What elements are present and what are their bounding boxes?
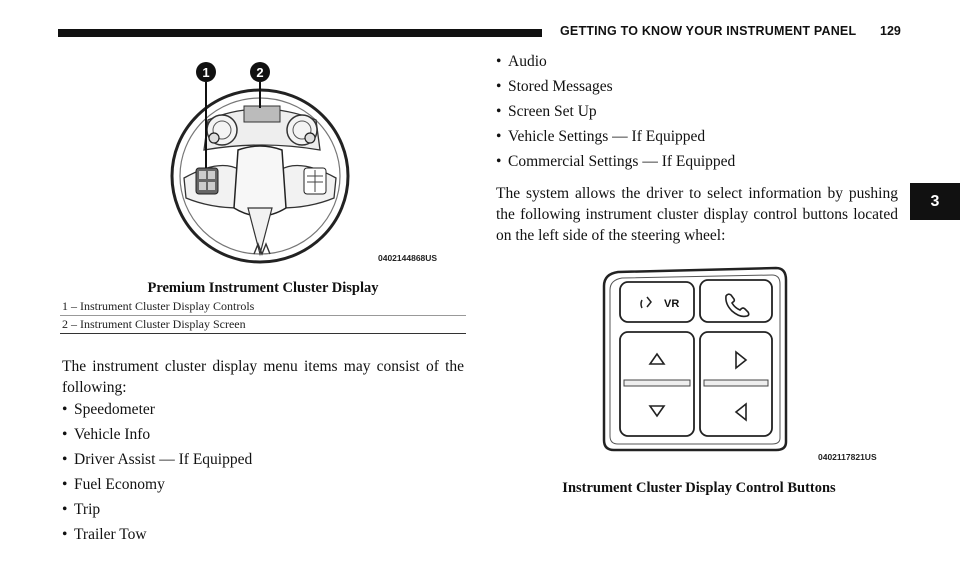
list-item: •Fuel Economy xyxy=(62,476,165,493)
callout-2: 2 xyxy=(250,62,270,82)
list-item: •Speedometer xyxy=(62,401,155,418)
header-title: GETTING TO KNOW YOUR INSTRUMENT PANEL xyxy=(560,24,857,38)
page-number: 129 xyxy=(880,24,901,38)
vr-button: VR xyxy=(619,281,695,323)
phone-icon xyxy=(725,293,750,318)
callout-1: 1 xyxy=(196,62,216,82)
figure2-caption: Instrument Cluster Display Control Butto… xyxy=(562,480,836,496)
list-item: •Stored Messages xyxy=(496,78,613,95)
list-item: •Trip xyxy=(62,501,101,518)
list-item: •Vehicle Settings — If Equipped xyxy=(496,128,706,145)
left-intro-paragraph: The instrument cluster display menu item… xyxy=(62,358,464,396)
figure1-bottom-rule xyxy=(60,333,466,334)
list-item: •Screen Set Up xyxy=(496,103,597,120)
control-buttons-illustration: VR xyxy=(602,266,788,452)
list-item: •Trailer Tow xyxy=(62,526,147,543)
vr-label: VR xyxy=(664,298,679,310)
figure1-legend-2: 2 – Instrument Cluster Display Screen xyxy=(62,317,246,331)
list-item: •Driver Assist — If Equipped xyxy=(62,451,253,468)
up-arrow-icon xyxy=(648,352,666,365)
callout-2-label: 2 xyxy=(256,65,263,80)
figure1-legend-1: 1 – Instrument Cluster Display Controls xyxy=(62,299,255,313)
callout-1-label: 1 xyxy=(202,65,209,80)
figure2-image-code: 0402117821US xyxy=(818,452,877,462)
list-item: •Vehicle Info xyxy=(62,426,151,443)
left-rocker xyxy=(619,331,695,437)
legend-divider xyxy=(60,315,466,316)
figure1-image-code: 0402144868US xyxy=(378,253,438,263)
down-arrow-icon xyxy=(648,405,666,418)
phone-button xyxy=(699,279,773,323)
list-item: •Commercial Settings — If Equipped xyxy=(496,153,736,170)
chapter-tab: 3 xyxy=(910,183,960,220)
figure1-caption: Premium Instrument Cluster Display xyxy=(147,280,379,296)
steering-wheel-illustration: 1 2 xyxy=(170,62,350,264)
header-rule xyxy=(58,29,542,37)
list-item: •Audio xyxy=(496,53,547,70)
right-arrow-icon xyxy=(735,350,748,370)
left-arrow-icon xyxy=(734,402,747,422)
right-body-paragraph: The system allows the driver to select i… xyxy=(496,185,898,244)
right-rocker xyxy=(699,331,773,437)
